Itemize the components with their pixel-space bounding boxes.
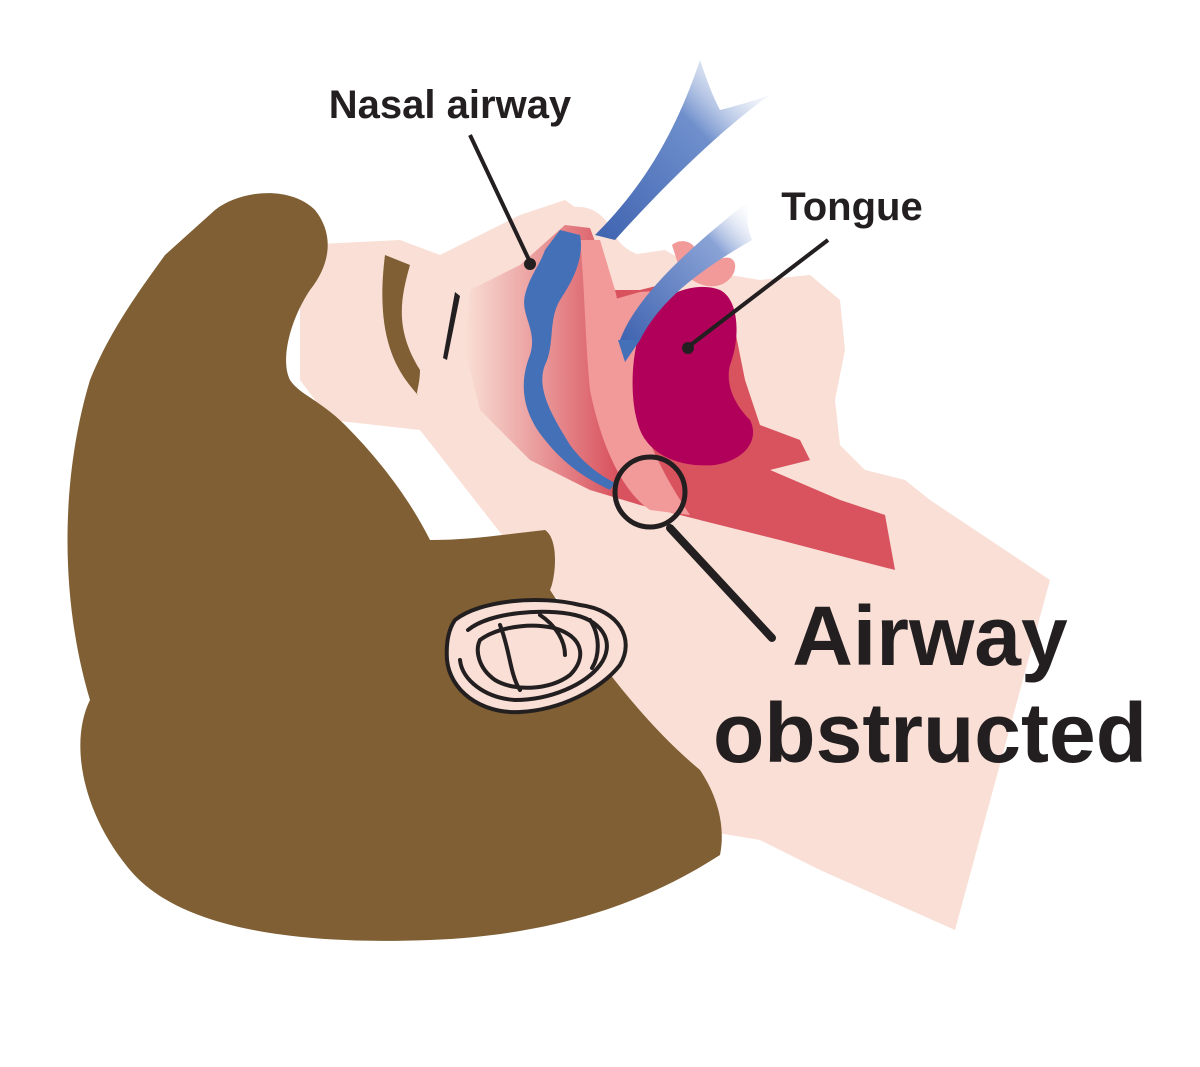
hair xyxy=(67,193,722,941)
label-tongue: Tongue xyxy=(781,185,922,229)
tongue-pointer xyxy=(686,238,830,349)
airway-light xyxy=(580,240,690,515)
label-airway-obstructed-line1: Airway xyxy=(792,589,1068,683)
airflow-stream-nose xyxy=(595,60,770,240)
nasal-airflow xyxy=(523,230,615,490)
label-tongue-group: Tongue xyxy=(682,185,923,354)
eyelash xyxy=(443,292,460,360)
nasal-airway-pointer xyxy=(468,134,532,263)
magnifier-circle-icon xyxy=(612,454,688,530)
airflow-stream-mouth xyxy=(620,200,752,340)
label-nasal-airway-group: Nasal airway xyxy=(329,83,572,270)
label-nasal-airway: Nasal airway xyxy=(329,83,572,127)
closed-eye xyxy=(382,255,420,395)
tongue xyxy=(632,286,754,466)
nasal-airway-marker-icon xyxy=(524,258,536,270)
airflow-arrowhead xyxy=(618,340,640,362)
label-airway-obstructed-line2: obstructed xyxy=(713,686,1147,780)
label-airway-obstructed-group: Airway obstructed xyxy=(612,454,1147,780)
ear xyxy=(444,598,628,715)
nose xyxy=(560,206,700,290)
airway-dark-right xyxy=(700,470,895,570)
magnifier-handle xyxy=(666,524,776,642)
tongue-marker-icon xyxy=(682,342,694,354)
